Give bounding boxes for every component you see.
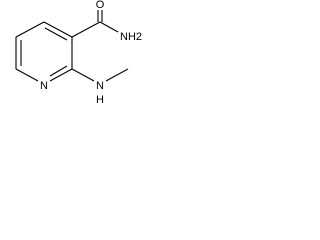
ring-bond-n-c2-inner: [49, 65, 68, 77]
pyridine-ring: [15, 21, 73, 82]
molecule-structure: O NH2 N N H: [15, 0, 142, 106]
atom-label-amine-hydrogen: H: [96, 94, 104, 106]
ring-bond-c1-n: [15, 68, 39, 82]
carboxamide-group: O NH2: [71, 0, 142, 43]
bond-amine-nitrogen-methyl: [105, 68, 129, 82]
atom-label-ring-nitrogen: N: [40, 80, 48, 92]
bond-c3-carbonyl-carbon: [71, 21, 101, 38]
ring-bond-n-c2: [49, 68, 73, 82]
bond-c2-amine-nitrogen: [71, 68, 95, 82]
bond-carbonyl-carbon-amide-n: [99, 21, 119, 33]
ring-bond-c4-c5-inner: [44, 27, 68, 41]
atom-label-amine-nitrogen: N: [96, 80, 104, 92]
ring-bond-c5-c6: [15, 21, 45, 38]
ring-nitrogen-label-group: N: [40, 80, 48, 92]
atom-label-amide-nitrogen: NH2: [120, 31, 142, 43]
methylamino-group: N H: [71, 68, 129, 106]
ring-bond-c4-c5: [43, 21, 73, 38]
atom-label-carbonyl-oxygen: O: [96, 0, 105, 11]
